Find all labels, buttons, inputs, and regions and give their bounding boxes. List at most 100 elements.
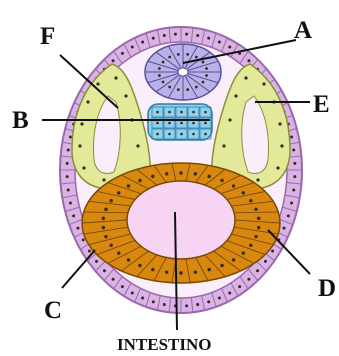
label-d: D (318, 275, 336, 302)
endoderm-nucleus (242, 191, 245, 194)
notochord (148, 104, 212, 140)
ectoderm-nucleus (247, 278, 250, 281)
neural-tube-nucleus (158, 74, 161, 77)
ectoderm-nucleus (88, 250, 91, 253)
ectoderm-nucleus (112, 59, 115, 62)
somite-nucleus (228, 118, 231, 121)
neural-tube-nucleus (205, 67, 208, 70)
ectoderm-nucleus (152, 37, 155, 40)
somite-nucleus (124, 94, 127, 97)
notochord-nucleus (168, 133, 171, 136)
neural-tube-nucleus (158, 67, 161, 70)
endoderm-nucleus (117, 251, 120, 254)
ectoderm-nucleus (218, 297, 221, 300)
ectoderm-nucleus (112, 278, 115, 281)
notochord-nucleus (168, 111, 171, 114)
neural-tube-nucleus (186, 53, 189, 56)
somite-nucleus (82, 166, 85, 169)
notochord-nucleus (180, 111, 183, 114)
endoderm-nucleus (138, 264, 141, 267)
notochord-nucleus (156, 122, 159, 125)
ectoderm-nucleus (141, 40, 144, 43)
neural-tube-nucleus (202, 61, 205, 64)
label-a: A (294, 17, 312, 44)
endoderm-nucleus (207, 268, 210, 271)
label-f: F (40, 23, 55, 50)
ectoderm-nucleus (95, 260, 98, 263)
ectoderm-nucleus (185, 33, 188, 36)
ectoderm-nucleus (207, 300, 210, 303)
leader-line-c (62, 250, 95, 288)
ectoderm-nucleus (196, 34, 199, 37)
ectoderm-nucleus (152, 300, 155, 303)
endoderm-nucleus (104, 235, 107, 238)
ectoderm-nucleus (131, 46, 134, 49)
somite-nucleus (234, 94, 237, 97)
notochord-nucleus (180, 122, 183, 125)
notochord-nucleus (192, 122, 195, 125)
endoderm-nucleus (102, 217, 105, 220)
ectoderm-nucleus (121, 285, 124, 288)
somite-nucleus (256, 178, 259, 181)
ectoderm-nucleus (292, 188, 295, 191)
ectoderm-nucleus (103, 269, 106, 272)
ectoderm-nucleus (247, 59, 250, 62)
endoderm-nucleus (220, 179, 223, 182)
endoderm-nucleus (102, 226, 105, 229)
somite-nucleus (244, 76, 247, 79)
endoderm-nucleus (104, 208, 107, 211)
ectoderm-nucleus (218, 40, 221, 43)
notochord-nucleus (156, 111, 159, 114)
label-intestine: INTESTINO (117, 335, 211, 354)
ectoderm-nucleus (141, 297, 144, 300)
ectoderm-nucleus (290, 202, 293, 205)
ectoderm-nucleus (290, 135, 293, 138)
intestine-lumen (127, 181, 235, 259)
neural-tube-nucleus (168, 86, 171, 89)
endoderm-nucleus (242, 251, 245, 254)
neural-tube-nucleus (195, 86, 198, 89)
neural-tube-nucleus (186, 88, 189, 91)
ectoderm-nucleus (163, 303, 166, 306)
endoderm-nucleus (179, 271, 182, 274)
neural-tube-nucleus (162, 81, 165, 84)
endoderm-nucleus (109, 199, 112, 202)
somite-nucleus (96, 82, 99, 85)
notochord-nucleus (204, 111, 207, 114)
ectoderm-nucleus (271, 250, 274, 253)
endoderm-nucleus (165, 172, 168, 175)
endoderm-nucleus (109, 244, 112, 247)
ectoderm-nucleus (174, 33, 177, 36)
endoderm-nucleus (220, 264, 223, 267)
endoderm-nucleus (117, 191, 120, 194)
ectoderm-nucleus (196, 303, 199, 306)
neural-tube-nucleus (195, 56, 198, 59)
neural-tube-nucleus (162, 61, 165, 64)
neural-tube-nucleus (177, 53, 180, 56)
somite-nucleus (102, 178, 105, 181)
endoderm-nucleus (151, 175, 154, 178)
ectoderm-nucleus (238, 285, 241, 288)
ectoderm-nucleus (82, 238, 85, 241)
ectoderm-nucleus (264, 260, 267, 263)
endoderm-nucleus (194, 172, 197, 175)
neural-tube (145, 44, 221, 100)
ectoderm-nucleus (292, 149, 295, 152)
endoderm-nucleus (257, 217, 260, 220)
somite-nucleus (276, 166, 279, 169)
ectoderm-nucleus (293, 162, 296, 165)
ectoderm-nucleus (287, 214, 290, 217)
endoderm-nucleus (127, 258, 130, 261)
ectoderm-nucleus (163, 34, 166, 37)
somite-nucleus (262, 82, 265, 85)
endoderm-nucleus (194, 270, 197, 273)
ectoderm-nucleus (72, 214, 75, 217)
ectoderm-nucleus (69, 202, 72, 205)
somite-nucleus (80, 122, 83, 125)
endoderm-nucleus (257, 226, 260, 229)
ectoderm-nucleus (69, 135, 72, 138)
endoderm-nucleus (207, 175, 210, 178)
ectoderm-nucleus (207, 37, 210, 40)
label-c: C (44, 297, 62, 324)
